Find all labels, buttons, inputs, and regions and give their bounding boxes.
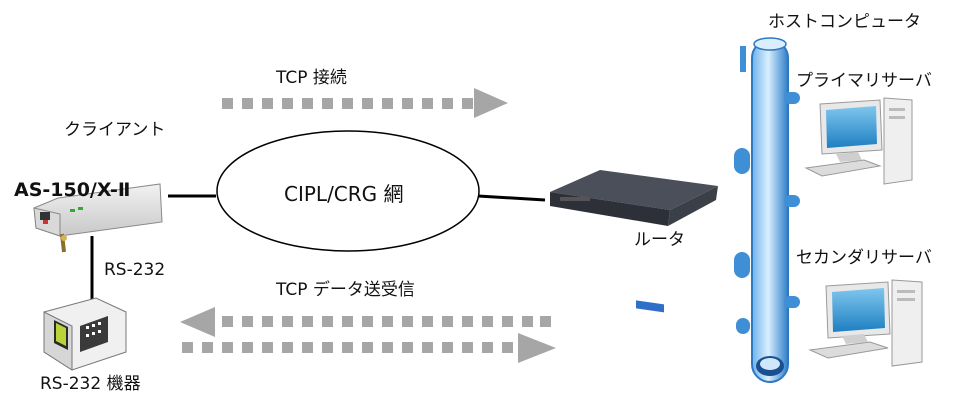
tcp-data-arrow-right <box>182 333 556 363</box>
rs232-cable-label: RS-232 <box>104 260 166 280</box>
primary-server-label: プライマリサーバ <box>796 71 932 91</box>
device-model-label: AS-150/X-Ⅱ <box>14 179 131 201</box>
tcp-data-arrow-left <box>180 307 551 337</box>
desktop-computer-icon <box>804 97 913 185</box>
tcp-connect-label: TCP 接続 <box>276 68 347 88</box>
secondary-server-label: セカンダリサーバ <box>796 248 932 268</box>
network-label: CIPL/CRG 網 <box>284 182 404 206</box>
router-label: ルータ <box>634 230 685 250</box>
tcp-connect-arrow <box>222 88 508 118</box>
network-router-link <box>477 194 546 202</box>
host-computer-label: ホストコンピュータ <box>768 12 921 32</box>
desktop-computer-icon <box>808 279 923 367</box>
network-cloud <box>216 130 480 252</box>
host-bus-icon <box>734 37 800 383</box>
client-label: クライアント <box>64 120 166 140</box>
terminal-adapter-icon <box>33 183 163 253</box>
tcp-data-label: TCP データ送受信 <box>276 280 415 300</box>
rs232-device-label: RS-232 機器 <box>40 374 141 394</box>
serial-terminal-icon <box>43 297 127 371</box>
router-icon <box>550 170 718 313</box>
